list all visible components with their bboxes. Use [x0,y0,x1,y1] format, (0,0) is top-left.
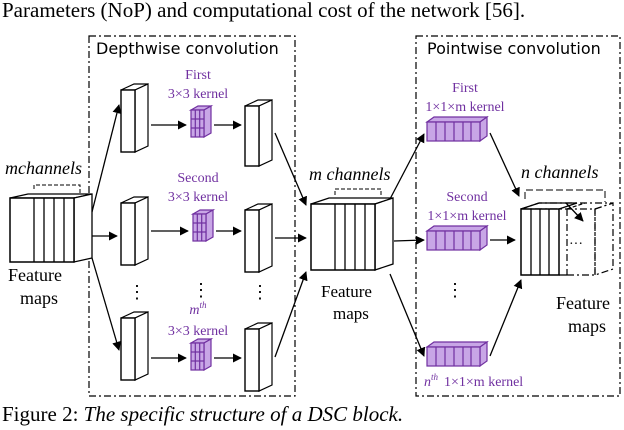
nth-base: n [424,375,431,390]
output-channels-text: n channels [521,162,598,182]
arrow-output-1-to-middle [274,132,307,206]
arrow-middle-to-pw-n [389,273,426,357]
pointwise-kernel-2-label-line2: 1×1×m kernel [427,209,506,224]
depthwise-kernel-m [188,337,214,372]
arrow-input-to-slice-1 [91,104,122,213]
depthwise-kernel-m-label-line1: mth [189,300,207,318]
middle-channels-text: m channels [309,164,390,184]
pointwise-kernel-1-label-line2: 1×1×m kernel [425,100,504,115]
depthwise-ellipsis-kernel: ⋮ [192,280,210,300]
middle-channels-label: m channels [309,164,390,184]
input-feature-maps [9,193,93,263]
mth-sup: th [200,300,208,310]
depthwise-slice-2 [120,196,149,266]
arrow-middle-to-pw-1 [389,133,425,200]
header-text: Parameters (NoP) and computational cost … [2,0,526,22]
pointwise-kernel-1-label-line1: First [452,81,478,96]
input-channels-label: mchannels [5,158,82,178]
middle-feature-maps [310,197,394,271]
middle-feature-label-2: maps [333,304,369,323]
depthwise-kernel-2 [190,208,216,243]
nth-sup: th [431,372,439,382]
depthwise-kernel-1-label-line1: First [185,68,211,83]
nth-text: 1×1×m kernel [444,375,523,390]
pointwise-title: Pointwise convolution [427,39,601,58]
pointwise-kernel-n [425,340,489,368]
output-feature-maps [520,202,614,276]
pointwise-box [415,35,621,397]
depthwise-output-m [244,322,273,392]
output-brace [524,189,606,202]
input-feature-label-2: maps [20,288,58,308]
output-feature-label-1: Feature [556,293,610,313]
output-feature-label-2: maps [568,316,606,336]
pointwise-kernel-2 [425,224,489,252]
input-feature-label-1: Feature [8,265,62,285]
arrow-pw-n-to-output [489,279,523,357]
depthwise-kernel-1-label-line2: 3×3 kernel [168,87,228,102]
input-brace [33,184,81,195]
middle-brace [334,188,382,197]
pointwise-kernel-n-label: nth 1×1×m kernel [424,372,523,390]
output-channels-label: n channels [521,162,598,182]
depthwise-ellipsis-input: ⋮ [128,282,146,302]
depthwise-kernel-m-label-line2: 3×3 kernel [168,324,228,339]
depthwise-kernel-2-label-line2: 3×3 kernel [168,190,228,205]
mth-base: m [189,303,199,318]
pointwise-ellipsis: ⋮ [446,280,464,300]
depthwise-output-2 [244,203,273,273]
depthwise-ellipsis-output: ⋮ [251,282,269,302]
figure-caption: Figure 2: The specific structure of a DS… [2,402,403,427]
arrow-output-m-to-middle [274,271,308,358]
depthwise-kernel-2-label-line1: Second [177,171,218,186]
input-channels-text: mchannels [5,158,82,178]
caption-text: The specific structure of a DSC block. [83,402,404,426]
arrow-input-to-slice-m [91,257,122,351]
depthwise-slice-1 [120,83,149,153]
caption-prefix: Figure 2: [2,402,84,426]
output-ellipsis: ··· [569,237,583,252]
depthwise-title: Depthwise convolution [96,39,279,58]
arrow-pw-1-to-output [489,132,520,197]
depthwise-slice-m [120,311,149,381]
arrow-middle-to-pw-2 [393,235,425,245]
pointwise-kernel-1 [425,115,489,143]
pointwise-kernel-2-label-line1: Second [446,190,487,205]
depthwise-kernel-1 [188,104,214,139]
middle-feature-label-1: Feature [321,282,372,301]
depthwise-output-1 [244,99,273,167]
